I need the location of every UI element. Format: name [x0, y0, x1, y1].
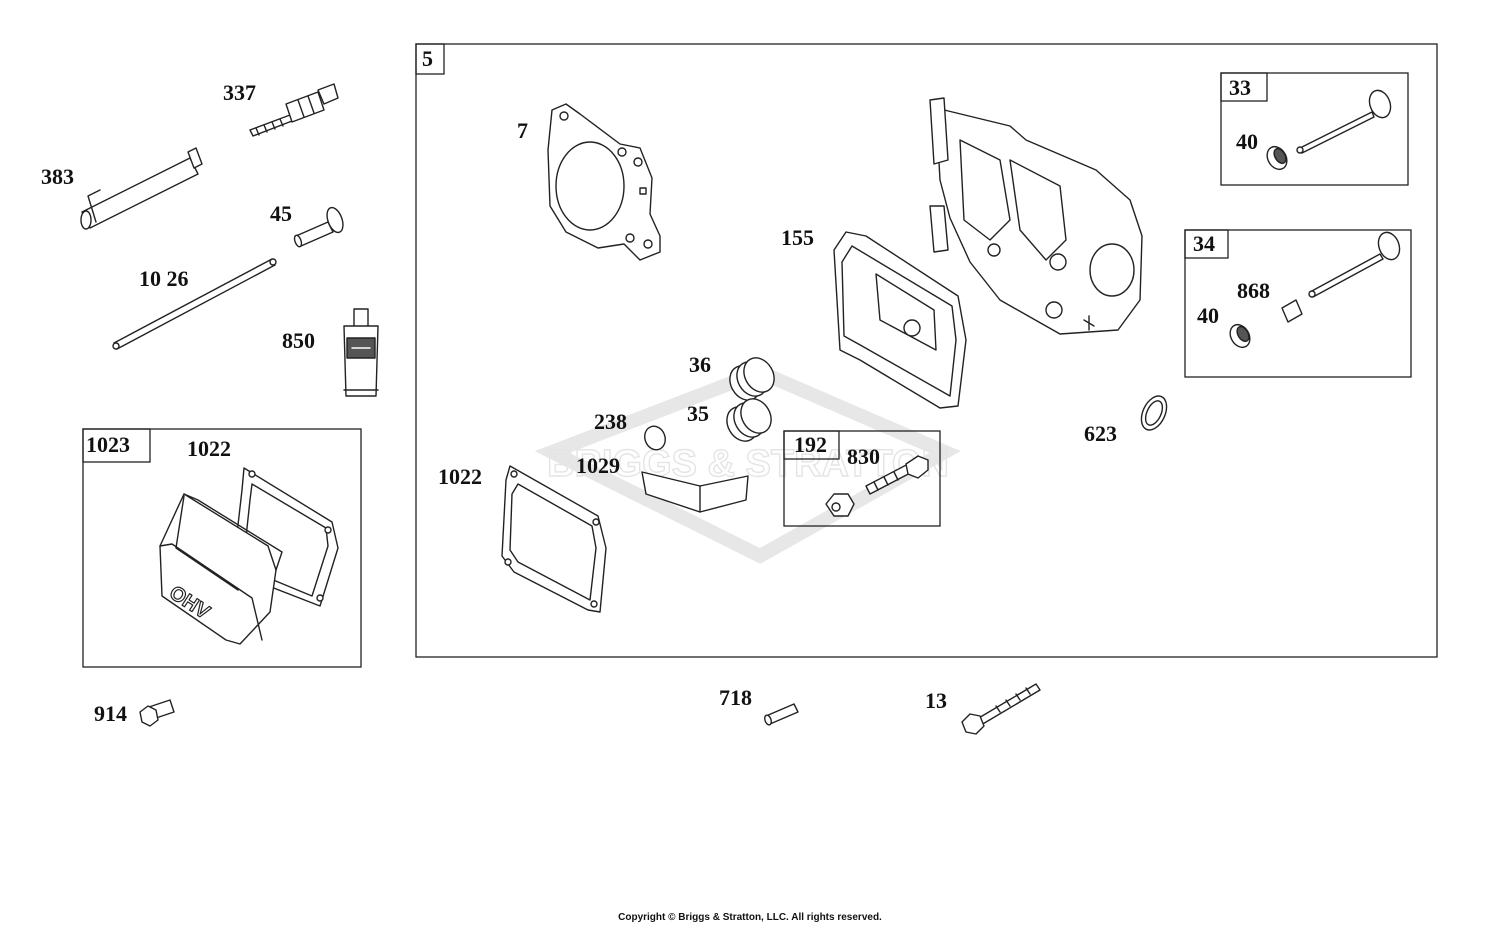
label-40-b[interactable]: 40 [1197, 303, 1219, 328]
tag-box-33 [1220, 72, 1268, 102]
box-kit-34 [1184, 229, 1412, 378]
push-rod-icon [112, 258, 277, 350]
label-34[interactable]: 34 [1193, 231, 1215, 256]
valve-keeper-40b-icon [1229, 323, 1251, 349]
intake-valve-icon [1308, 231, 1401, 298]
dowel-pin-718-icon [764, 703, 799, 726]
nut-192-icon [825, 493, 855, 517]
valve-keeper-40-icon [1266, 145, 1288, 171]
tag-box-5 [415, 43, 445, 75]
label-5[interactable]: 5 [422, 46, 433, 71]
valve-spring-35-icon [726, 398, 772, 442]
valve-seal-868-icon [1281, 299, 1303, 323]
label-914[interactable]: 914 [94, 701, 127, 726]
label-1022-kit[interactable]: 1022 [187, 436, 231, 461]
label-623[interactable]: 623 [1084, 421, 1117, 446]
valve-lifter-icon [293, 206, 344, 248]
label-36[interactable]: 36 [689, 352, 711, 377]
ring-238-icon [644, 425, 666, 451]
label-868[interactable]: 868 [1237, 278, 1270, 303]
valve-cover-155-icon [833, 231, 967, 409]
head-gasket-icon [547, 103, 661, 261]
tag-box-1023 [82, 428, 151, 463]
label-192[interactable]: 192 [794, 432, 827, 457]
box-kit-33 [1220, 72, 1409, 186]
valve-cover-kit-icon [159, 467, 339, 645]
seal-623-icon [1140, 395, 1168, 431]
rocker-cover-gasket-icon [501, 465, 607, 613]
box-kit-1023 [82, 428, 362, 668]
head-bolt-13-icon [961, 683, 1041, 735]
box-kit-192 [783, 430, 941, 527]
label-1023[interactable]: 1023 [86, 432, 130, 457]
valve-spring-36-icon [729, 357, 775, 401]
copyright-notice: Copyright © Briggs & Stratton, LLC. All … [618, 912, 882, 923]
label-718[interactable]: 718 [719, 685, 752, 710]
label-830[interactable]: 830 [847, 444, 880, 469]
rocker-arm-icon [641, 471, 749, 513]
exhaust-valve-icon [1296, 89, 1392, 154]
label-7[interactable]: 7 [517, 118, 528, 143]
label-337[interactable]: 337 [223, 80, 256, 105]
tag-box-192 [783, 430, 840, 460]
label-238[interactable]: 238 [594, 409, 627, 434]
label-383[interactable]: 383 [41, 164, 74, 189]
label-45[interactable]: 45 [270, 201, 292, 226]
label-40-a[interactable]: 40 [1236, 129, 1258, 154]
label-850[interactable]: 850 [282, 328, 315, 353]
label-155[interactable]: 155 [781, 225, 814, 250]
bolt-914-icon [139, 699, 175, 727]
label-33[interactable]: 33 [1229, 75, 1251, 100]
label-35[interactable]: 35 [687, 401, 709, 426]
stud-830-icon [865, 455, 929, 495]
label-1022[interactable]: 1022 [438, 464, 482, 489]
spark-plug-icon [249, 83, 339, 137]
label-13[interactable]: 13 [925, 688, 947, 713]
label-1026[interactable]: 10 26 [139, 266, 189, 291]
sealant-tube-icon [343, 308, 379, 397]
tag-box-34 [1184, 229, 1229, 259]
box-assembly-5 [415, 43, 1438, 658]
label-1029[interactable]: 1029 [576, 453, 620, 478]
cylinder-head-icon [929, 97, 1143, 335]
tool-383-icon [80, 147, 203, 230]
